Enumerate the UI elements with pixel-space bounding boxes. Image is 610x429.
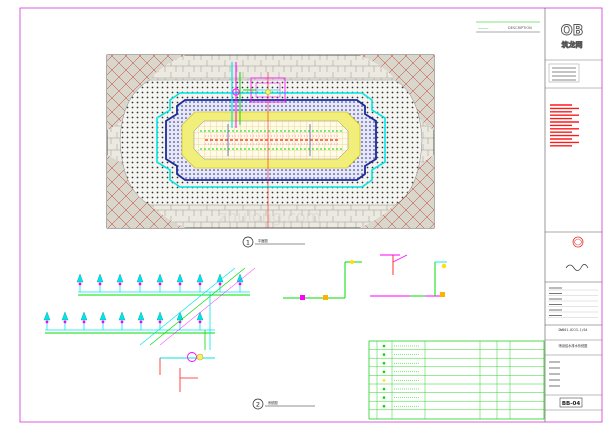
nozzle-icon — [156, 273, 164, 292]
detail-2-label: 2 系统图 — [252, 398, 315, 410]
plan-view: zhulong.com — [106, 54, 435, 229]
nozzle-icon — [216, 273, 224, 292]
sheet-header: ——— DESCRIPTION — [476, 21, 540, 33]
nozzle-icon — [99, 311, 107, 330]
fitting-icon — [441, 263, 447, 269]
nozzle-icon — [156, 311, 164, 330]
project-code: DW001-0213-1/04 — [559, 328, 588, 332]
nozzle-icon — [76, 273, 84, 292]
riser-diag-2 — [149, 267, 246, 346]
nozzle-icon — [116, 273, 124, 292]
nozzle-icon — [118, 311, 126, 330]
supply-branch-middle — [283, 260, 362, 300]
valve-icon — [440, 292, 445, 297]
svg-text:1: 1 — [246, 239, 250, 247]
material-table — [368, 340, 545, 420]
section-marker-icon — [242, 236, 254, 248]
nozzle-icon — [196, 273, 204, 292]
valve-icon — [232, 88, 240, 96]
sheet-number: BB-04 — [562, 401, 580, 407]
nozzle-icon — [236, 273, 244, 292]
plan-feed-pipes — [231, 62, 286, 228]
pump-motor-icon — [196, 353, 204, 361]
valve-icon — [323, 295, 328, 300]
svg-text:系统图: 系统图 — [268, 400, 278, 405]
svg-text:2: 2 — [256, 401, 260, 409]
company-logo: OB 筑龙网 — [560, 23, 584, 50]
pump-icon — [187, 352, 197, 362]
sheet-number-box — [559, 397, 583, 408]
title-block-rows — [548, 287, 598, 387]
system-diagram — [43, 254, 447, 392]
section-marker-icon — [252, 398, 264, 410]
nozzle-icon — [43, 311, 51, 330]
detail-1-label: 1 平面图 — [242, 236, 305, 248]
riser-diag-3 — [159, 267, 256, 346]
nozzle-icon — [96, 273, 104, 292]
nozzle-icon — [61, 311, 69, 330]
nozzle-icon — [137, 311, 145, 330]
nozzle-icon — [80, 311, 88, 330]
pump-icon — [265, 89, 271, 95]
drawing-name: 喷泉给水排水系统图 — [559, 343, 588, 348]
nozzle-icon — [176, 273, 184, 292]
watermark-text: zhulong.com — [219, 207, 321, 226]
svg-text:筑龙网: 筑龙网 — [562, 40, 583, 49]
approval-seal-icon — [572, 236, 584, 248]
svg-text:OB: OB — [561, 23, 584, 39]
title-block: OB 筑龙网 DW001-0213-1/04 喷泉给水排水系统图 BB-04 — [545, 23, 602, 411]
valve-icon — [300, 295, 305, 300]
header-code: ——— — [478, 26, 489, 30]
fitting-icon — [350, 260, 354, 264]
svg-text:平面图: 平面图 — [258, 239, 268, 243]
header-label: DESCRIPTION — [508, 26, 532, 30]
nozzle-icon — [136, 273, 144, 292]
nozzle-icon — [176, 311, 184, 330]
pool-outer-ring — [156, 92, 386, 188]
design-notes-block — [548, 63, 580, 147]
riser-diag-1 — [139, 267, 236, 346]
nozzle-row-top — [76, 273, 244, 292]
supply-branch-right — [370, 254, 447, 297]
sheet-frame — [19, 7, 603, 423]
nozzle-rows — [200, 124, 342, 156]
nozzle-icon — [196, 311, 204, 330]
signature-mark — [565, 264, 589, 271]
nozzle-row-bottom — [43, 311, 204, 330]
